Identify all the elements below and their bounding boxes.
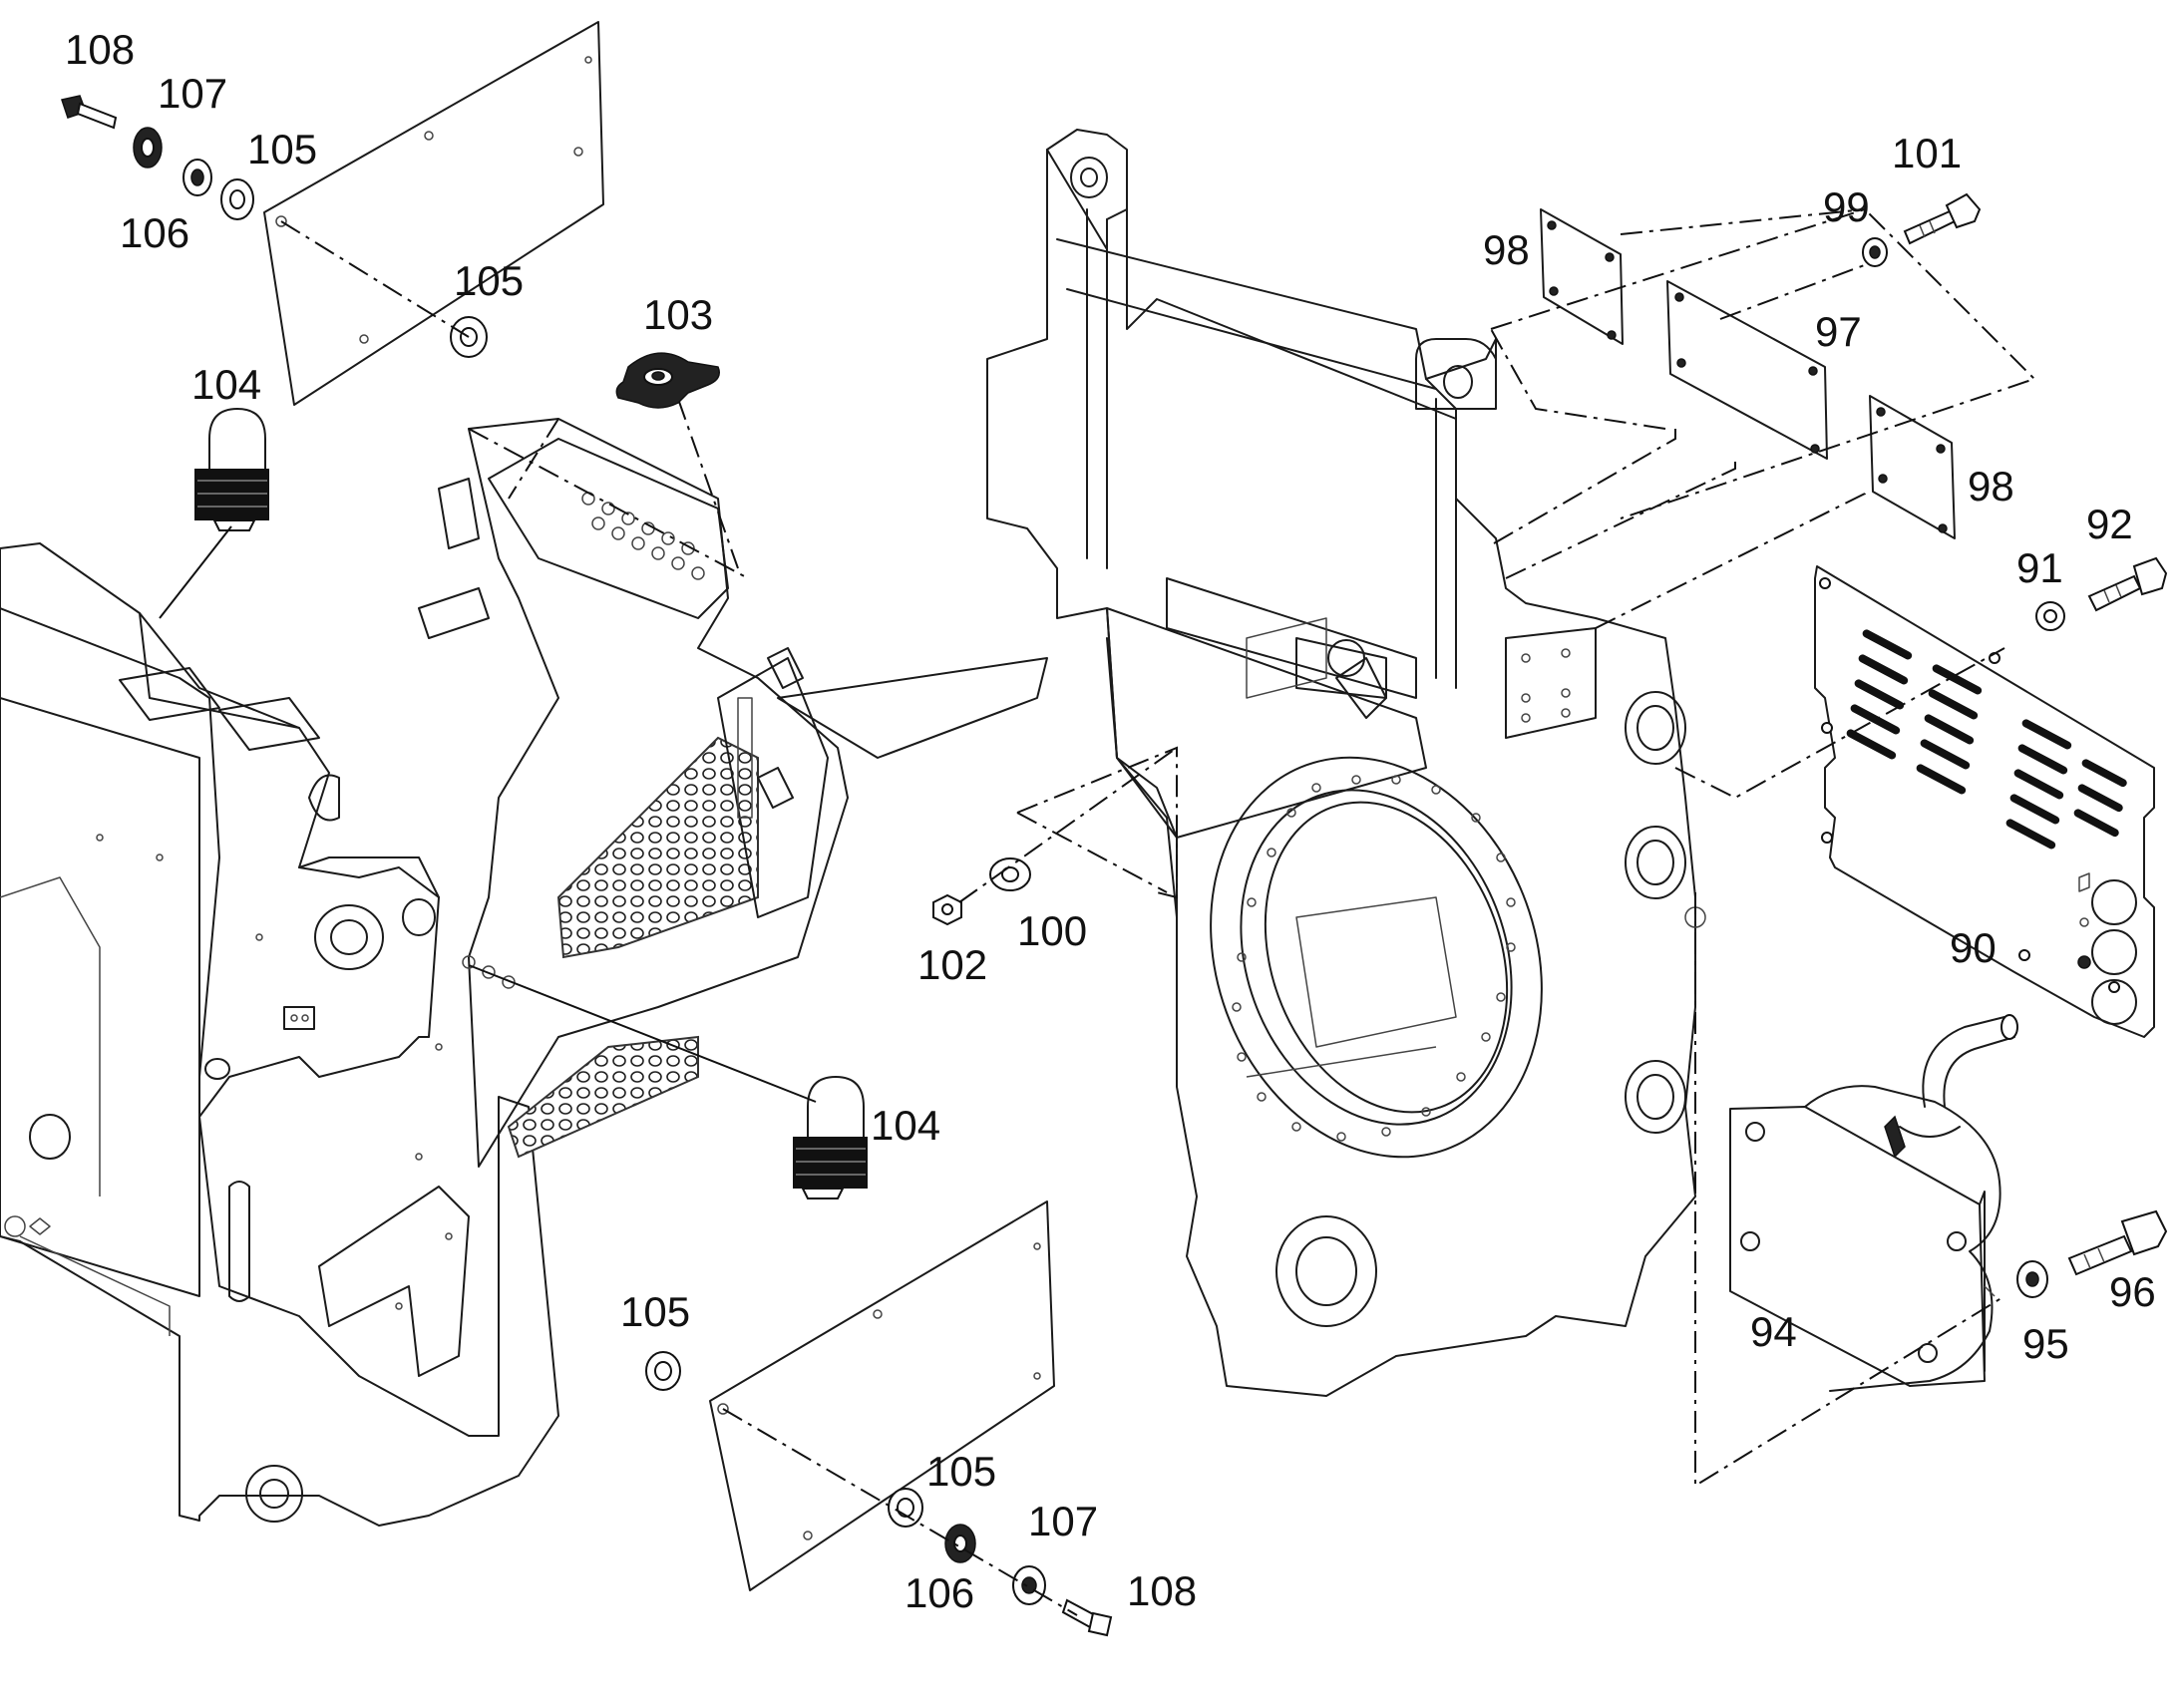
callout-108-top: 108 bbox=[65, 26, 135, 73]
padlock-icon bbox=[793, 1076, 868, 1199]
washer-icon bbox=[2016, 1260, 2048, 1298]
washer-icon bbox=[133, 127, 163, 169]
callout-106-top: 106 bbox=[120, 209, 189, 256]
frame-bosses bbox=[1275, 691, 1706, 1327]
fastener-set-upper bbox=[61, 95, 488, 358]
bolt-icon bbox=[61, 95, 118, 130]
callout-107-bottom: 107 bbox=[1028, 1498, 1098, 1544]
mast-frame bbox=[986, 129, 1706, 1397]
vent-slots bbox=[1846, 629, 2127, 850]
callout-105-lower-left: 105 bbox=[620, 1288, 690, 1335]
callout-104-bottom: 104 bbox=[871, 1102, 940, 1149]
fastener-set-lower bbox=[645, 1351, 1113, 1637]
callout-labels: 108 107 105 106 105 104 103 104 105 105 … bbox=[65, 26, 2156, 1616]
callout-103: 103 bbox=[643, 291, 713, 338]
callout-91: 91 bbox=[2016, 544, 2063, 591]
washer-icon bbox=[645, 1351, 681, 1391]
washer-icon bbox=[182, 159, 212, 196]
callout-100: 100 bbox=[1017, 907, 1087, 954]
washer-icon bbox=[989, 857, 1031, 891]
callout-94: 94 bbox=[1750, 1308, 1797, 1355]
grille-assembly bbox=[418, 398, 1048, 1168]
cover-plate-98-left bbox=[1540, 208, 1624, 345]
callout-105-lower: 105 bbox=[926, 1448, 996, 1495]
bolt-icon bbox=[2087, 556, 2168, 612]
callout-96: 96 bbox=[2109, 1268, 2156, 1315]
callout-90: 90 bbox=[1950, 924, 1997, 971]
padlock-icon bbox=[194, 408, 269, 531]
star-knob-icon bbox=[615, 352, 720, 409]
side-panel-lower bbox=[709, 1200, 1055, 1591]
callout-92: 92 bbox=[2086, 501, 2133, 547]
callout-102: 102 bbox=[917, 941, 987, 988]
callout-105-top: 105 bbox=[247, 126, 317, 172]
washer-icon bbox=[888, 1488, 923, 1528]
bolt-icon bbox=[2067, 1209, 2168, 1276]
panel-plate-90 bbox=[1814, 565, 2155, 1038]
callout-105-mid: 105 bbox=[454, 257, 524, 304]
callout-101: 101 bbox=[1892, 130, 1962, 176]
washer-icon bbox=[220, 178, 254, 220]
slew-ring bbox=[1210, 756, 1543, 1159]
callout-97: 97 bbox=[1815, 308, 1862, 355]
washer-icon bbox=[1012, 1565, 1046, 1605]
cover-plate-98-right bbox=[1869, 395, 1956, 539]
callout-95: 95 bbox=[2022, 1320, 2069, 1367]
washer-icon bbox=[944, 1524, 976, 1563]
washer-icon bbox=[1862, 237, 1888, 267]
main-frame-left bbox=[0, 542, 559, 1527]
callout-98-right: 98 bbox=[1968, 463, 2014, 510]
nut-icon bbox=[932, 893, 962, 926]
washer-icon bbox=[2035, 601, 2065, 631]
bolt-icon bbox=[1061, 1598, 1113, 1637]
callout-99: 99 bbox=[1823, 183, 1870, 230]
grille-holes bbox=[581, 492, 705, 580]
breather-assembly-94 bbox=[1729, 1014, 2018, 1392]
side-panel-upper bbox=[263, 21, 604, 406]
callout-98-left: 98 bbox=[1483, 226, 1530, 273]
callout-106-bottom: 106 bbox=[905, 1569, 974, 1616]
callout-104-top: 104 bbox=[191, 361, 261, 408]
bolt-icon bbox=[1903, 192, 1982, 245]
callout-107-top: 107 bbox=[158, 70, 227, 117]
cover-plate-97 bbox=[1666, 280, 1828, 460]
callout-108-bottom: 108 bbox=[1127, 1567, 1197, 1614]
